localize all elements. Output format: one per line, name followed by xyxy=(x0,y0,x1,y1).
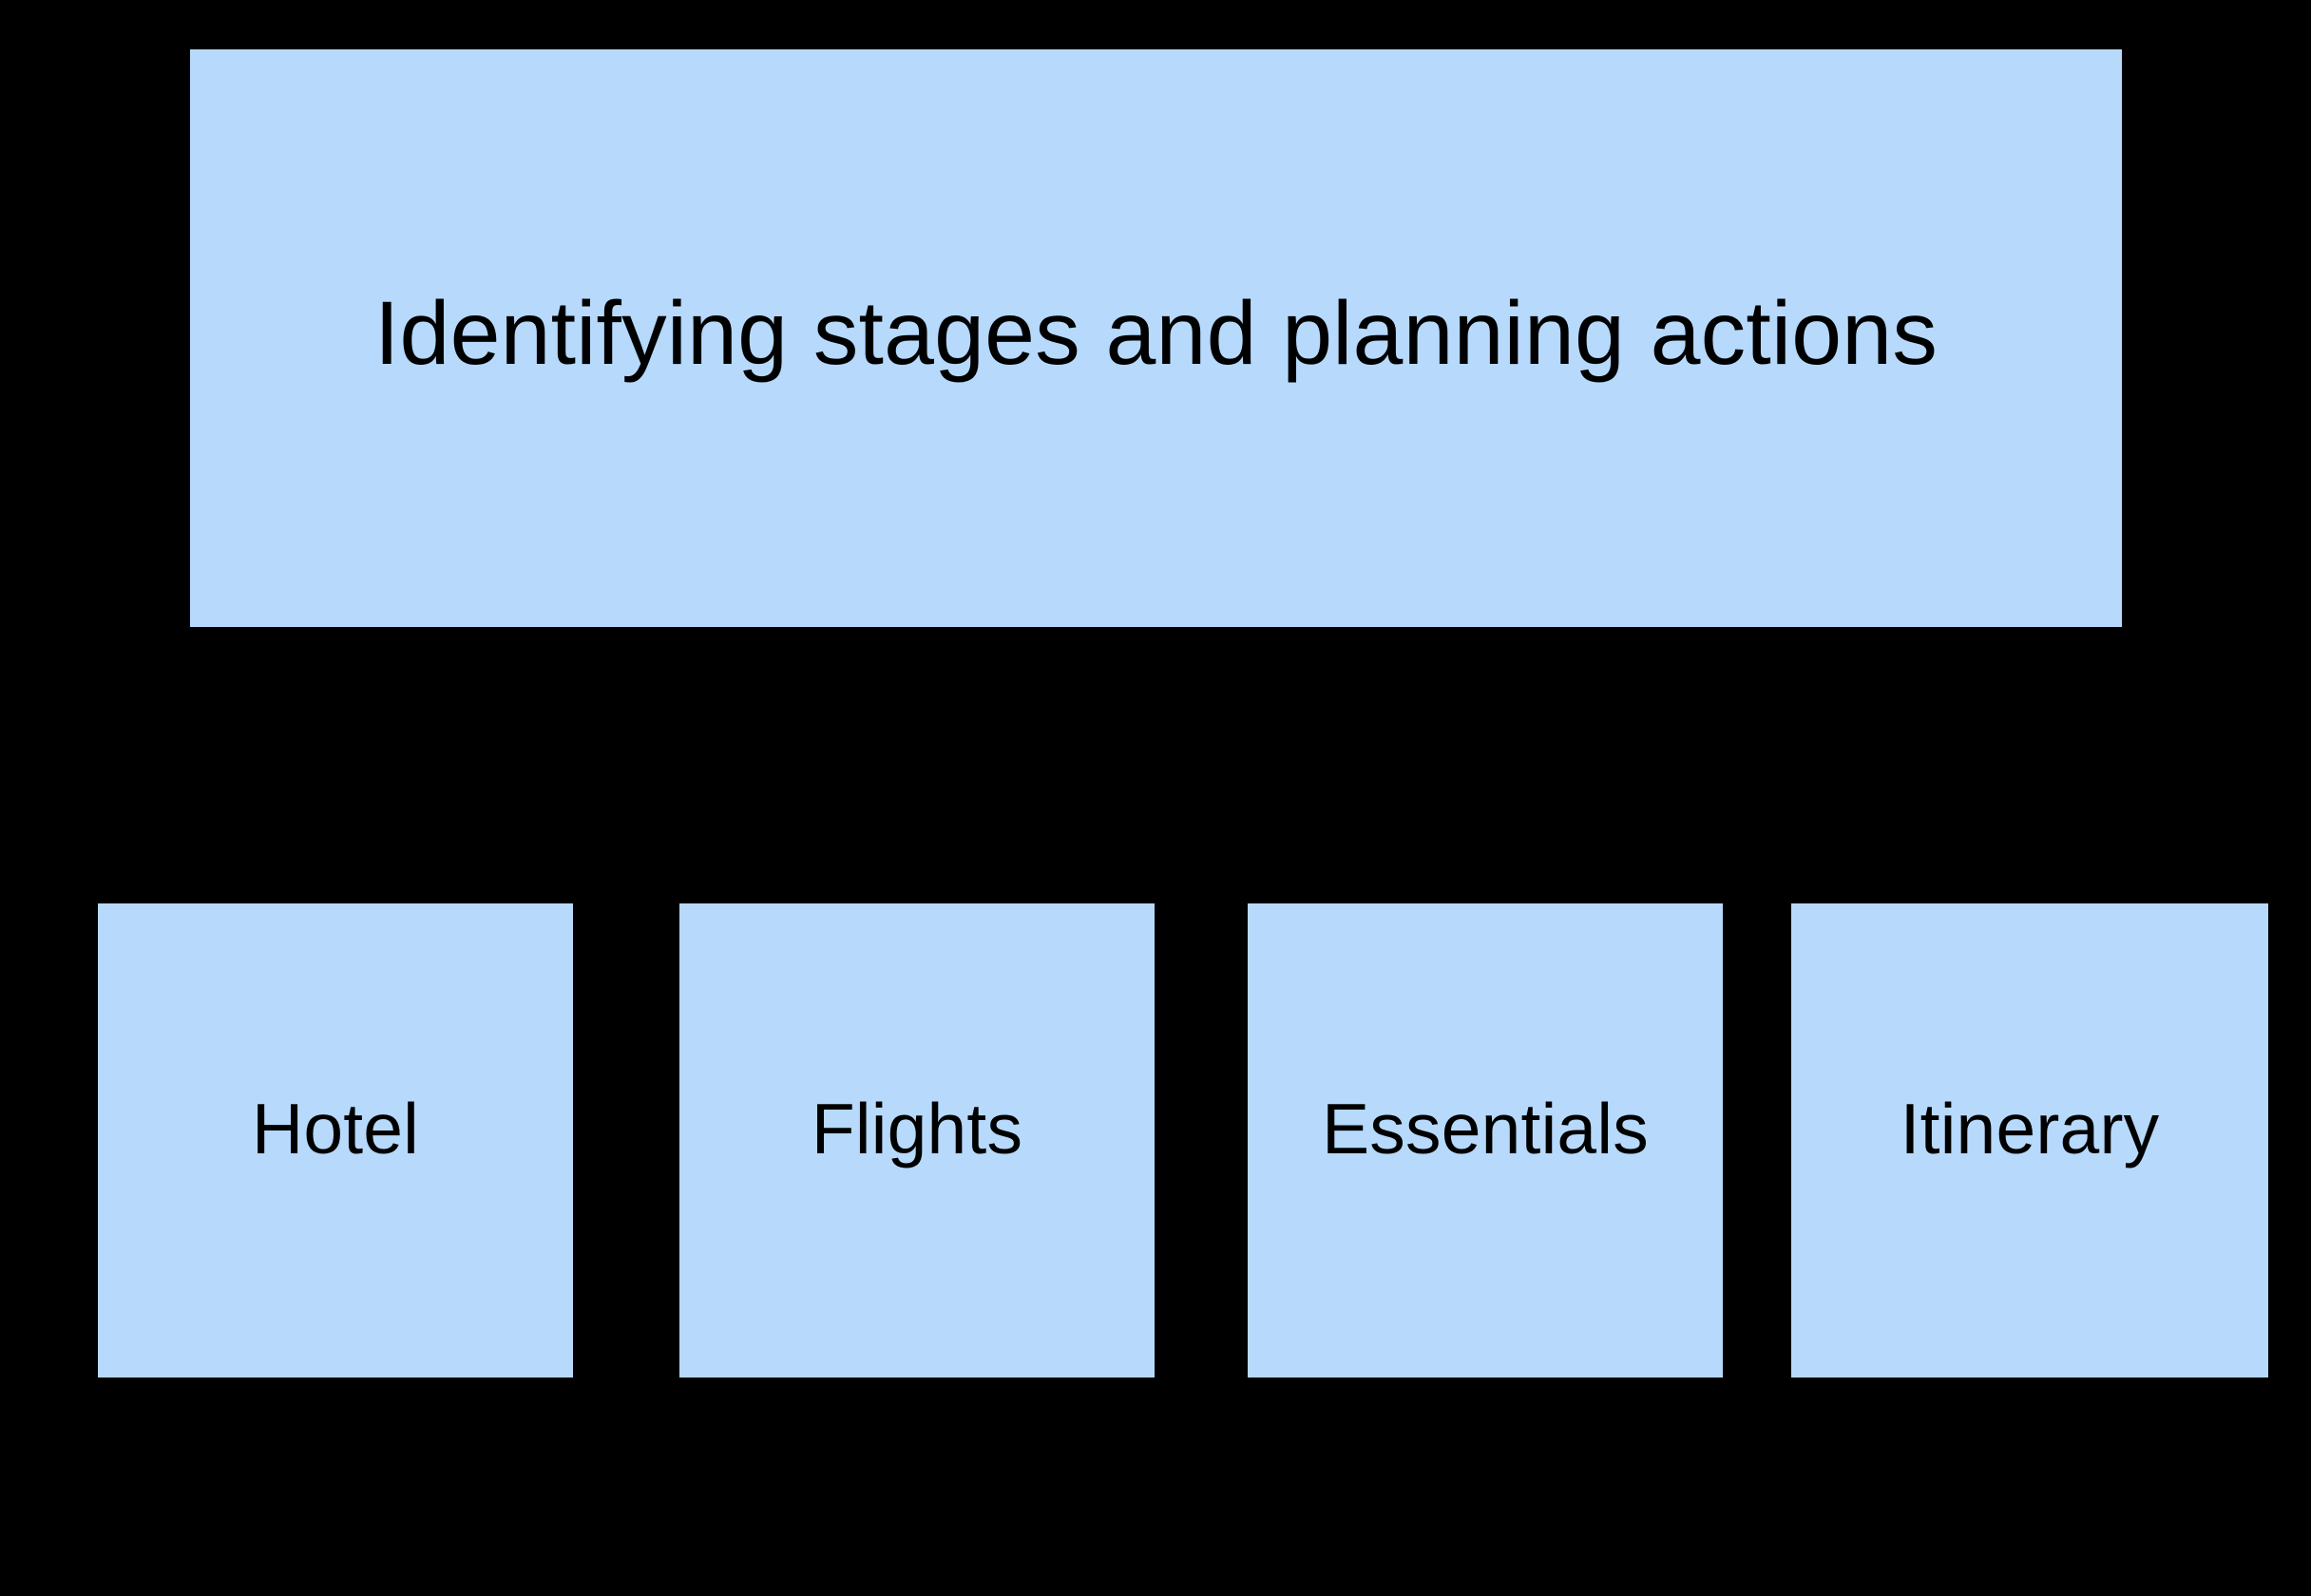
node-child-itinerary[interactable]: Itinerary xyxy=(1791,903,2268,1378)
node-child-itinerary-label: Itinerary xyxy=(1900,1089,2160,1169)
node-child-essentials[interactable]: Essentials xyxy=(1248,903,1723,1378)
node-root-label: Identifying stages and planning actions xyxy=(373,283,1939,385)
node-child-hotel-label: Hotel xyxy=(251,1089,420,1169)
node-child-flights[interactable]: Flights xyxy=(679,903,1155,1378)
node-child-flights-label: Flights xyxy=(811,1089,1023,1169)
node-child-hotel[interactable]: Hotel xyxy=(98,903,573,1378)
node-root-identifying-stages[interactable]: Identifying stages and planning actions xyxy=(190,49,2122,627)
node-child-essentials-label: Essentials xyxy=(1322,1089,1649,1169)
